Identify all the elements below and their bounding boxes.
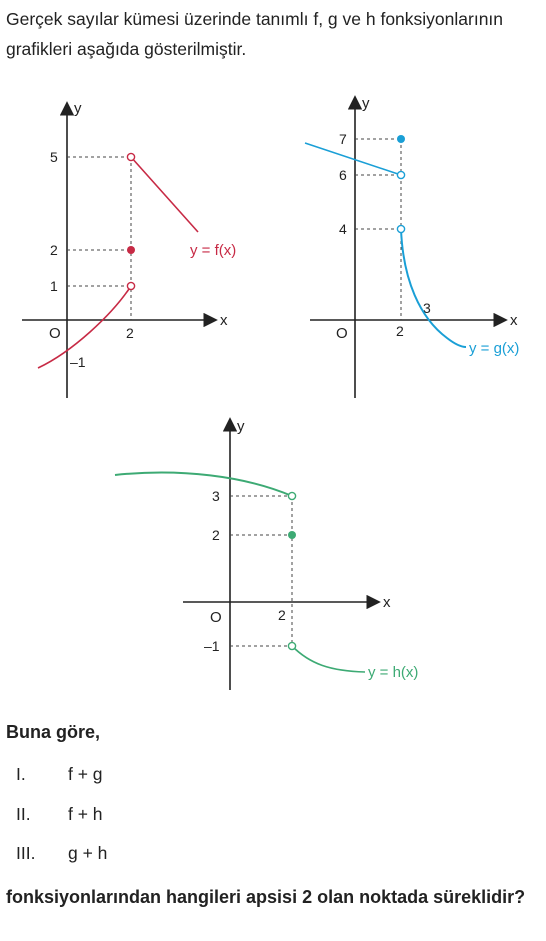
option-2: II. f + h <box>16 804 103 825</box>
f-curve-label: y = f(x) <box>190 242 236 259</box>
f-y-axis-label: y <box>74 100 82 117</box>
g-filled-point-7 <box>397 135 405 143</box>
option-1: I. f + g <box>16 764 103 785</box>
option-2-text: f + h <box>68 804 103 824</box>
f-origin-label: O <box>49 325 61 342</box>
g-open-point-6 <box>396 170 406 180</box>
h-ytick-2: 2 <box>212 527 220 543</box>
h-ytick-neg1: –1 <box>204 638 220 654</box>
h-xtick-2: 2 <box>278 607 286 623</box>
f-filled-point-2 <box>127 246 135 254</box>
h-y-axis-label: y <box>237 418 245 435</box>
option-1-text: f + g <box>68 764 103 784</box>
f-open-point-1 <box>126 281 136 291</box>
function-graphs: y x O 5 2 1 –1 2 y = f(x) y x O <box>22 95 519 690</box>
option-3-text: g + h <box>68 843 108 863</box>
graph-f: y x O 5 2 1 –1 2 y = f(x) <box>22 100 236 398</box>
h-x-axis-label: x <box>383 594 391 611</box>
g-ytick-6: 6 <box>339 167 347 183</box>
f-left-curve <box>37 285 132 369</box>
graph-h: y x O 3 2 –1 2 y = h(x) <box>114 417 418 690</box>
f-ytick-2: 2 <box>50 242 58 258</box>
f-xtick-2: 2 <box>126 325 134 341</box>
f-ytick-neg1: –1 <box>70 354 86 370</box>
g-right-curve <box>400 228 467 348</box>
h-origin-label: O <box>210 609 222 626</box>
h-curve-label: y = h(x) <box>368 664 418 681</box>
g-open-point-4 <box>396 224 406 234</box>
f-x-axis-label: x <box>220 312 228 329</box>
g-xtick-3: 3 <box>423 300 431 316</box>
h-left-curve <box>114 471 293 497</box>
g-x-axis-label: x <box>510 312 518 329</box>
option-3-num: III. <box>16 843 36 863</box>
option-2-num: II. <box>16 804 31 824</box>
h-right-curve <box>291 645 366 673</box>
f-ytick-5: 5 <box>50 149 58 165</box>
g-xtick-2: 2 <box>396 323 404 339</box>
intro-text: Gerçek sayılar kümesi üzerinde tanımlı f… <box>6 9 504 59</box>
f-open-point-5 <box>126 152 136 162</box>
h-open-point-3 <box>287 491 297 501</box>
option-1-num: I. <box>16 764 26 784</box>
h-open-point-neg1 <box>287 641 297 651</box>
g-ytick-7: 7 <box>339 131 347 147</box>
g-y-axis-label: y <box>362 95 370 112</box>
option-3: III. g + h <box>16 843 107 864</box>
f-right-line <box>130 156 199 233</box>
h-ytick-3: 3 <box>212 488 220 504</box>
question-lead: Buna göre, <box>6 722 101 742</box>
g-origin-label: O <box>336 325 348 342</box>
question-tail: fonksiyonlarından hangileri apsisi 2 ola… <box>6 887 526 907</box>
g-curve-label: y = g(x) <box>469 340 519 357</box>
h-filled-point-2 <box>288 531 296 539</box>
f-ytick-1: 1 <box>50 278 58 294</box>
g-left-line <box>304 142 402 176</box>
graph-g: y x O 7 6 4 2 3 y = g(x) <box>304 95 519 398</box>
g-ytick-4: 4 <box>339 221 347 237</box>
